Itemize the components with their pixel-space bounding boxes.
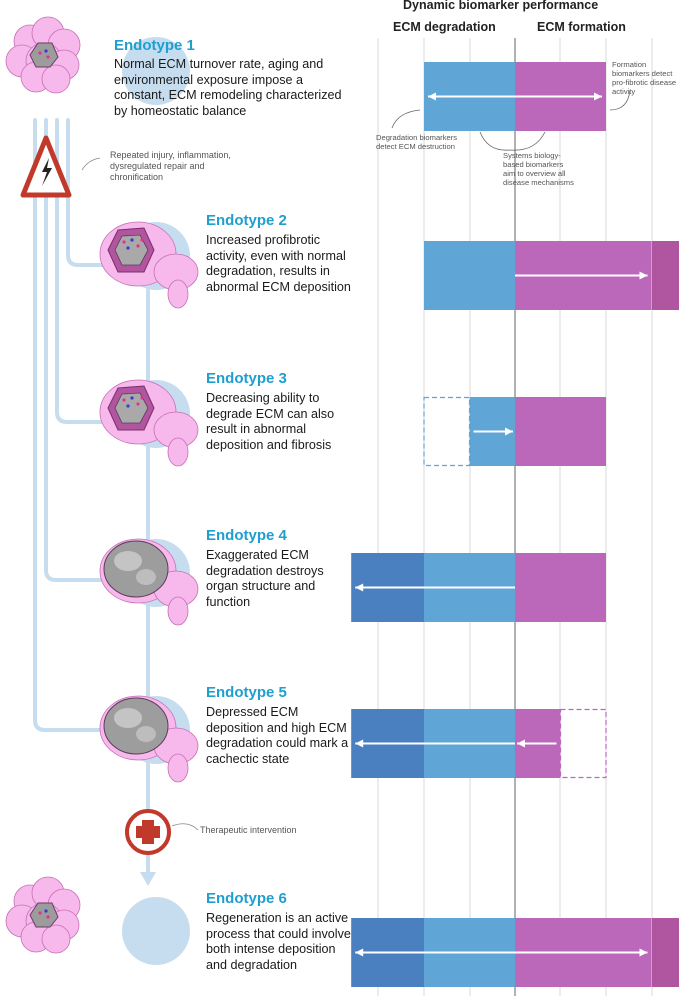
- endotype-description: Decreasing ability to degrade ECM can al…: [206, 391, 335, 452]
- degradation-bar-deficit: [423, 396, 471, 467]
- endotype-description: Increased profibrotic activity, even wit…: [206, 233, 351, 294]
- formation-bar-high: [652, 241, 679, 310]
- arrowhead: [355, 739, 364, 748]
- arrowhead: [140, 872, 156, 886]
- organ-icon: [99, 221, 199, 309]
- flow-line: [66, 118, 120, 267]
- col-formation-label: ECM formation: [537, 20, 626, 34]
- endotype-description: Depressed ECM deposition and high ECM de…: [206, 705, 349, 766]
- endotype-title: Endotype 5: [206, 684, 287, 701]
- endotype-5-bars: [351, 708, 607, 779]
- arrowhead: [639, 948, 648, 957]
- injury-pointer: [81, 157, 101, 171]
- endotype-title: Endotype 1: [114, 37, 195, 54]
- organ-icon: [99, 695, 199, 783]
- injury-note: Repeated injury, inflammation, dysregula…: [110, 150, 231, 182]
- arrowhead: [355, 948, 364, 957]
- formation-note: Formation biomarkers detect pro-fibrotic…: [612, 60, 677, 96]
- endotype-description: Normal ECM turnover rate, aging and envi…: [114, 57, 342, 118]
- systems-note: Systems biology-based biomarkers aim to …: [503, 151, 574, 187]
- therapy-pointer: [171, 823, 199, 831]
- organ-icon: [99, 379, 199, 467]
- organ-icon: [5, 876, 190, 965]
- arrowhead: [517, 739, 525, 748]
- arrowhead: [594, 92, 602, 101]
- note-pointer: [391, 109, 421, 129]
- note-pointer: [479, 131, 546, 151]
- endotype-title: Endotype 3: [206, 370, 287, 387]
- organ-icon: [99, 538, 199, 626]
- flow-line: [44, 118, 120, 582]
- note-pointer: [609, 89, 631, 111]
- col-degradation-label: ECM degradation: [393, 20, 496, 34]
- arrowhead: [428, 92, 436, 101]
- organ-icon: [5, 16, 190, 105]
- warning-triangle-icon: [20, 135, 72, 198]
- formation-bar: [515, 553, 606, 622]
- therapy-note: Therapeutic intervention: [200, 825, 297, 835]
- endotype-2-bars: [424, 241, 679, 310]
- endotype-6-bars: [351, 918, 679, 987]
- degradation-note: Degradation biomarkers detect ECM destru…: [376, 133, 458, 151]
- flow-line: [55, 118, 120, 424]
- endotype-description: Regeneration is an active process that c…: [206, 911, 351, 972]
- formation-bar: [515, 397, 606, 466]
- endotype-1-bars: [424, 62, 606, 131]
- endotype-4-bars: [351, 553, 606, 622]
- red-cross-icon: [125, 809, 171, 855]
- chart-title: Dynamic biomarker performance: [403, 0, 599, 12]
- arrowhead: [505, 427, 513, 436]
- endotype-title: Endotype 6: [206, 890, 287, 907]
- arrowhead: [639, 271, 648, 280]
- flow-line: [33, 118, 120, 732]
- arrowhead: [355, 583, 364, 592]
- degradation-bar: [424, 241, 515, 310]
- endotype-title: Endotype 4: [206, 527, 287, 544]
- endotype-title: Endotype 2: [206, 212, 287, 229]
- formation-bar-high: [652, 918, 679, 987]
- endotype-description: Exaggerated ECM degradation destroys org…: [206, 548, 324, 609]
- endotype-3-bars: [423, 396, 606, 467]
- formation-bar-deficit: [559, 708, 607, 779]
